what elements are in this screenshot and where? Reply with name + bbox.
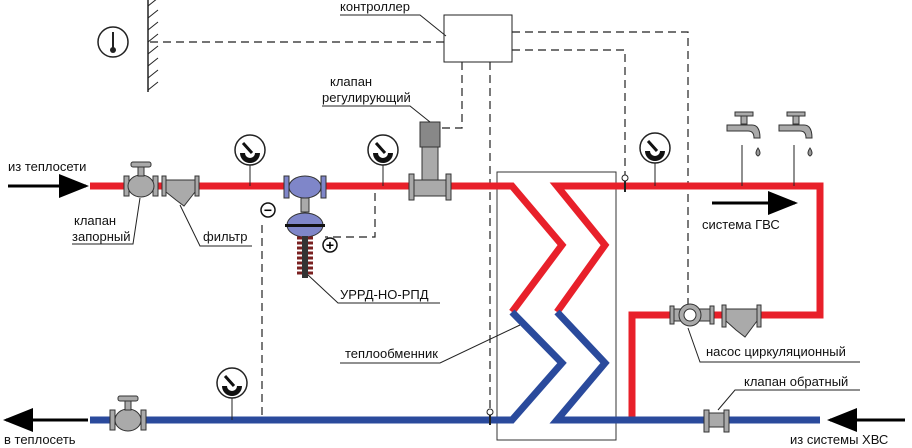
secondary-cold-pipe xyxy=(549,309,820,424)
outdoor-thermometer-icon xyxy=(97,26,129,58)
signal-lines xyxy=(150,31,689,418)
controller-box xyxy=(443,14,513,63)
water-tap-icon xyxy=(778,111,813,186)
temperature-sensor-icon xyxy=(621,174,629,192)
from-heat-network-label: из теплосети xyxy=(8,159,86,174)
circulation-pump-label: насос циркуляционный xyxy=(706,344,846,359)
minus-port-icon: − xyxy=(260,202,276,218)
control-valve[interactable] xyxy=(408,121,452,201)
filter-supply[interactable] xyxy=(161,175,200,207)
shutoff-valve-label-2: запорный xyxy=(72,229,130,244)
pressure-gauge-icon xyxy=(234,134,266,186)
shutoff-valve-label-1: клапан xyxy=(74,213,116,228)
heat-exchanger-box xyxy=(496,171,617,441)
temperature-sensor-icon xyxy=(486,408,494,425)
water-tap-icon xyxy=(726,111,761,186)
pressure-regulator[interactable] xyxy=(283,175,327,278)
pressure-gauge-icon xyxy=(639,132,671,186)
svg-text:−: − xyxy=(264,202,272,218)
filter-dhw[interactable] xyxy=(721,304,762,338)
shutoff-valve-return[interactable] xyxy=(109,395,147,432)
plus-port-icon: + xyxy=(322,237,338,253)
check-valve[interactable] xyxy=(703,409,730,433)
filter-label: фильтр xyxy=(203,229,247,244)
from-cold-water-label: из системы ХВС xyxy=(790,432,888,447)
heat-exchanger-label: теплообменник xyxy=(345,346,438,361)
control-valve-label-2: регулирующий xyxy=(322,90,411,105)
controller-label: контроллер xyxy=(340,0,410,14)
svg-text:+: + xyxy=(326,237,334,253)
shutoff-valve-supply[interactable] xyxy=(123,161,159,198)
control-valve-label-1: клапан xyxy=(330,74,372,89)
pressure-gauge-icon xyxy=(216,367,248,420)
primary-return-pipe xyxy=(90,309,567,424)
circulation-pump[interactable] xyxy=(669,303,715,327)
dhw-system-label: система ГВС xyxy=(702,217,780,232)
regulator-label: УРРД-НО-РПД xyxy=(340,287,429,302)
wall-hatching xyxy=(147,0,159,92)
pressure-gauge-icon xyxy=(367,134,399,186)
check-valve-label: клапан обратный xyxy=(744,374,848,389)
to-heat-network-label: в теплосеть xyxy=(4,432,76,447)
secondary-supply-pipe xyxy=(549,182,824,420)
